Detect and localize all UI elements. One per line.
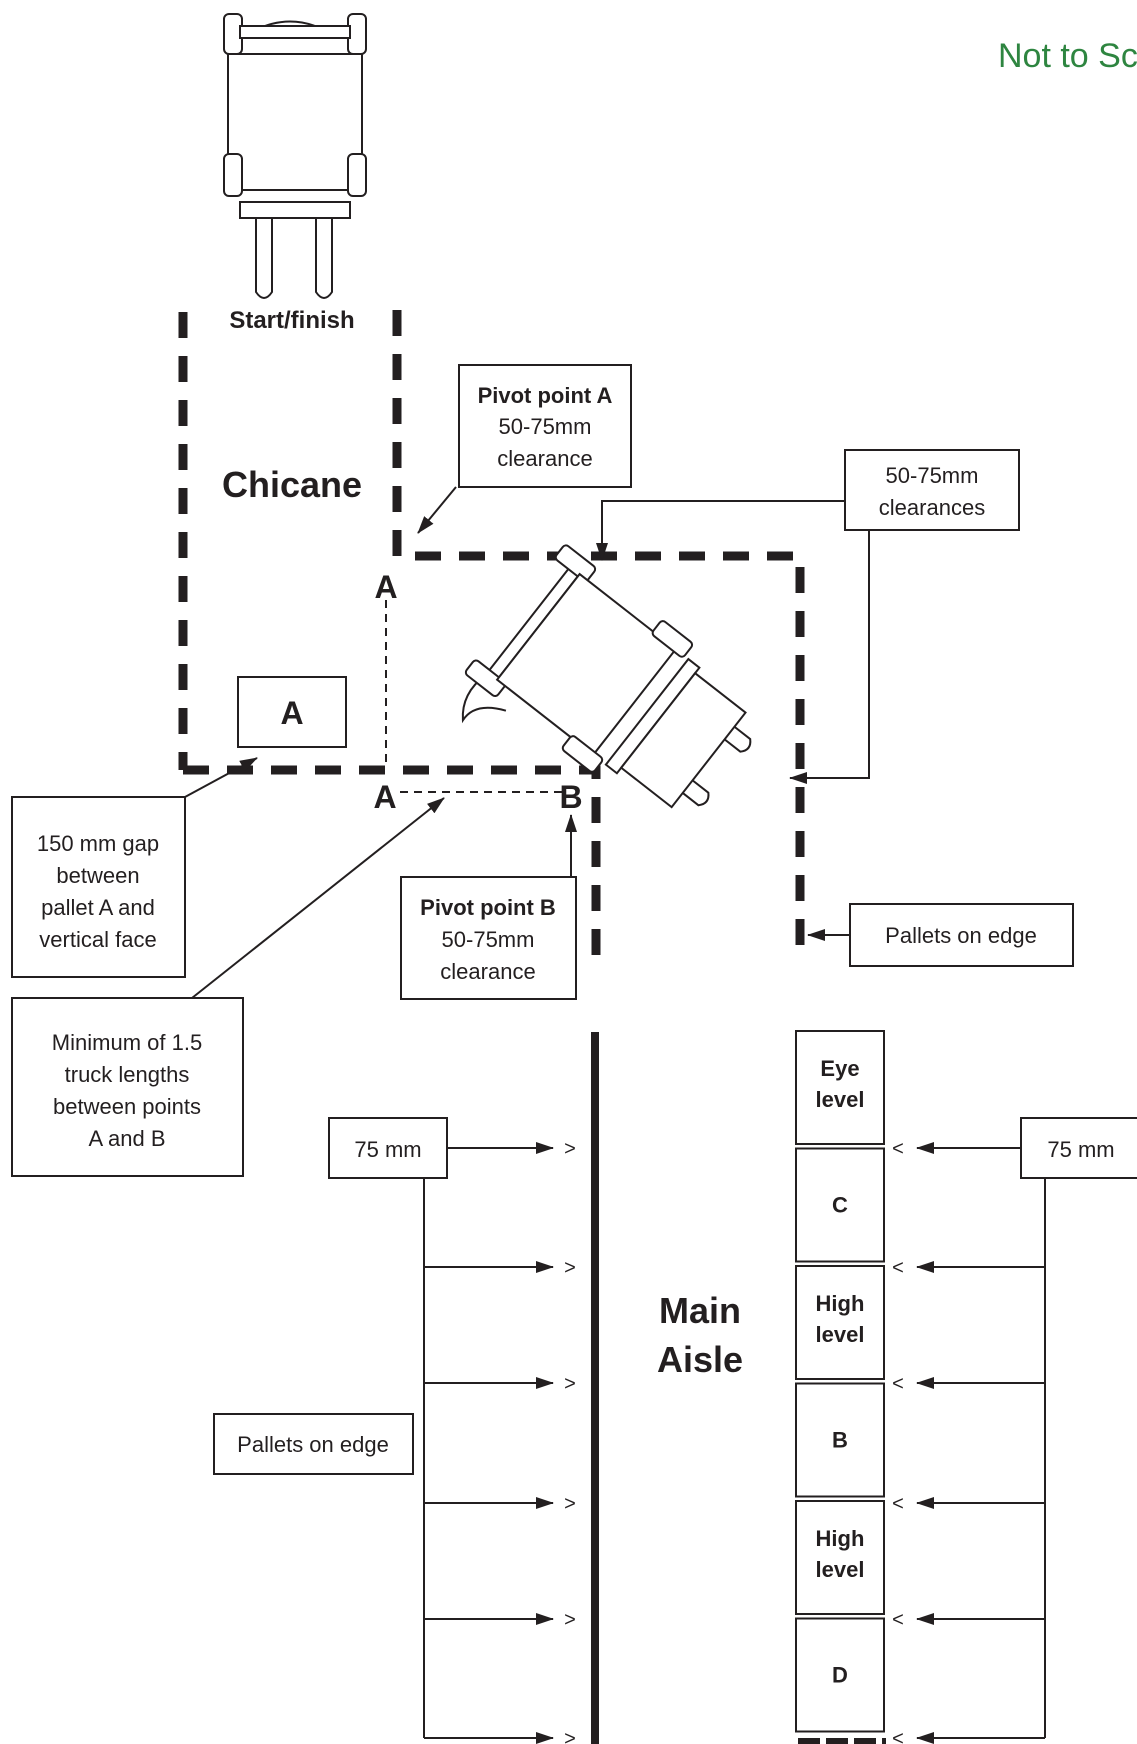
main-aisle-line1: Main (659, 1290, 741, 1331)
clearances-line1: 50-75mm (886, 463, 979, 488)
level-label: B (832, 1428, 848, 1453)
gap-line-4: vertical face (39, 927, 156, 952)
level-box (795, 1265, 885, 1380)
pivot-b-box (400, 876, 577, 1000)
pivot-b-title: Pivot point B (420, 895, 556, 920)
right-measure-marker: < (892, 1728, 904, 1744)
level-label-line1: Eye (820, 1056, 859, 1081)
minimum-line-1: Minimum of 1.5 (52, 1030, 202, 1055)
level-label-line2: level (816, 1322, 865, 1347)
pallets-edge-left-box (213, 1413, 414, 1475)
right-measure-marker: < (892, 1138, 904, 1160)
clearances-line2: clearances (879, 495, 985, 520)
gap-arrow (184, 757, 258, 798)
left-measure-label: 75 mm (354, 1137, 421, 1162)
minimum-line-2: truck lengths (65, 1062, 190, 1087)
main-aisle-line2: Aisle (657, 1339, 743, 1380)
pallets-edge-right-label: Pallets on edge (885, 923, 1037, 948)
left-measure-marker: > (564, 1373, 576, 1395)
left-measure-arrows: > > > > > > (424, 1138, 576, 1744)
left-measure-marker: > (564, 1493, 576, 1515)
point-a-bottom-label: A (373, 779, 396, 815)
left-measure-marker: > (564, 1728, 576, 1744)
level-label-line2: level (816, 1557, 865, 1582)
pivot-a-box (458, 364, 632, 488)
level-box (795, 1617, 885, 1733)
level-label: D (832, 1663, 848, 1688)
right-measure-arrows: < < < < < < (892, 1138, 1045, 1744)
minimum-arrow (191, 797, 445, 999)
gap-line-1: 150 mm gap (37, 831, 159, 856)
minimum-line-3: between points (53, 1094, 201, 1119)
minimum-line-4: A and B (88, 1126, 165, 1151)
pivot-a-title: Pivot point A (478, 383, 613, 408)
chicane-label: Chicane (222, 464, 362, 505)
level-label-line1: High (816, 1526, 865, 1551)
minimum-box (11, 997, 244, 1177)
start-finish-label: Start/finish (229, 307, 354, 334)
pallets-edge-left-label: Pallets on edge (237, 1432, 389, 1457)
right-measure-marker: < (892, 1257, 904, 1279)
pivot-b-line1: 50-75mm (442, 927, 535, 952)
right-measure-box (1020, 1117, 1137, 1179)
clearances-box (844, 449, 1020, 531)
right-measure-marker: < (892, 1373, 904, 1395)
left-measure-marker: > (564, 1257, 576, 1279)
pallet-a-label: A (280, 695, 303, 731)
rotated-forklift-icon (461, 544, 752, 809)
clearances-arrow-right (789, 530, 870, 784)
level-label: C (832, 1193, 848, 1218)
level-box (795, 1030, 885, 1145)
gap-box (11, 796, 186, 978)
left-measure-marker: > (564, 1138, 576, 1160)
clearances-arrow-top (596, 500, 845, 561)
pivot-a-line2: clearance (497, 446, 592, 471)
level-label-line2: level (816, 1087, 865, 1112)
pallets-edge-right-box (849, 903, 1074, 967)
pallet-a-box (237, 676, 347, 748)
gap-line-2: between (56, 863, 139, 888)
gap-line-3: pallet A and (41, 895, 155, 920)
right-measure-marker: < (892, 1609, 904, 1631)
point-a-top-label: A (374, 569, 397, 605)
point-b-label: B (559, 779, 582, 815)
level-box (795, 1382, 885, 1498)
pivot-a-line1: 50-75mm (499, 414, 592, 439)
not-to-scale-note: Not to Scale (998, 37, 1137, 75)
level-label-line1: High (816, 1291, 865, 1316)
pivot-b-line2: clearance (440, 959, 535, 984)
pivot-a-arrow (417, 486, 457, 534)
level-box (795, 1500, 885, 1615)
right-measure-label: 75 mm (1047, 1137, 1114, 1162)
forklift-truck-icon (223, 13, 367, 299)
right-measure-marker: < (892, 1493, 904, 1515)
left-measure-marker: > (564, 1609, 576, 1631)
level-box (795, 1147, 885, 1263)
